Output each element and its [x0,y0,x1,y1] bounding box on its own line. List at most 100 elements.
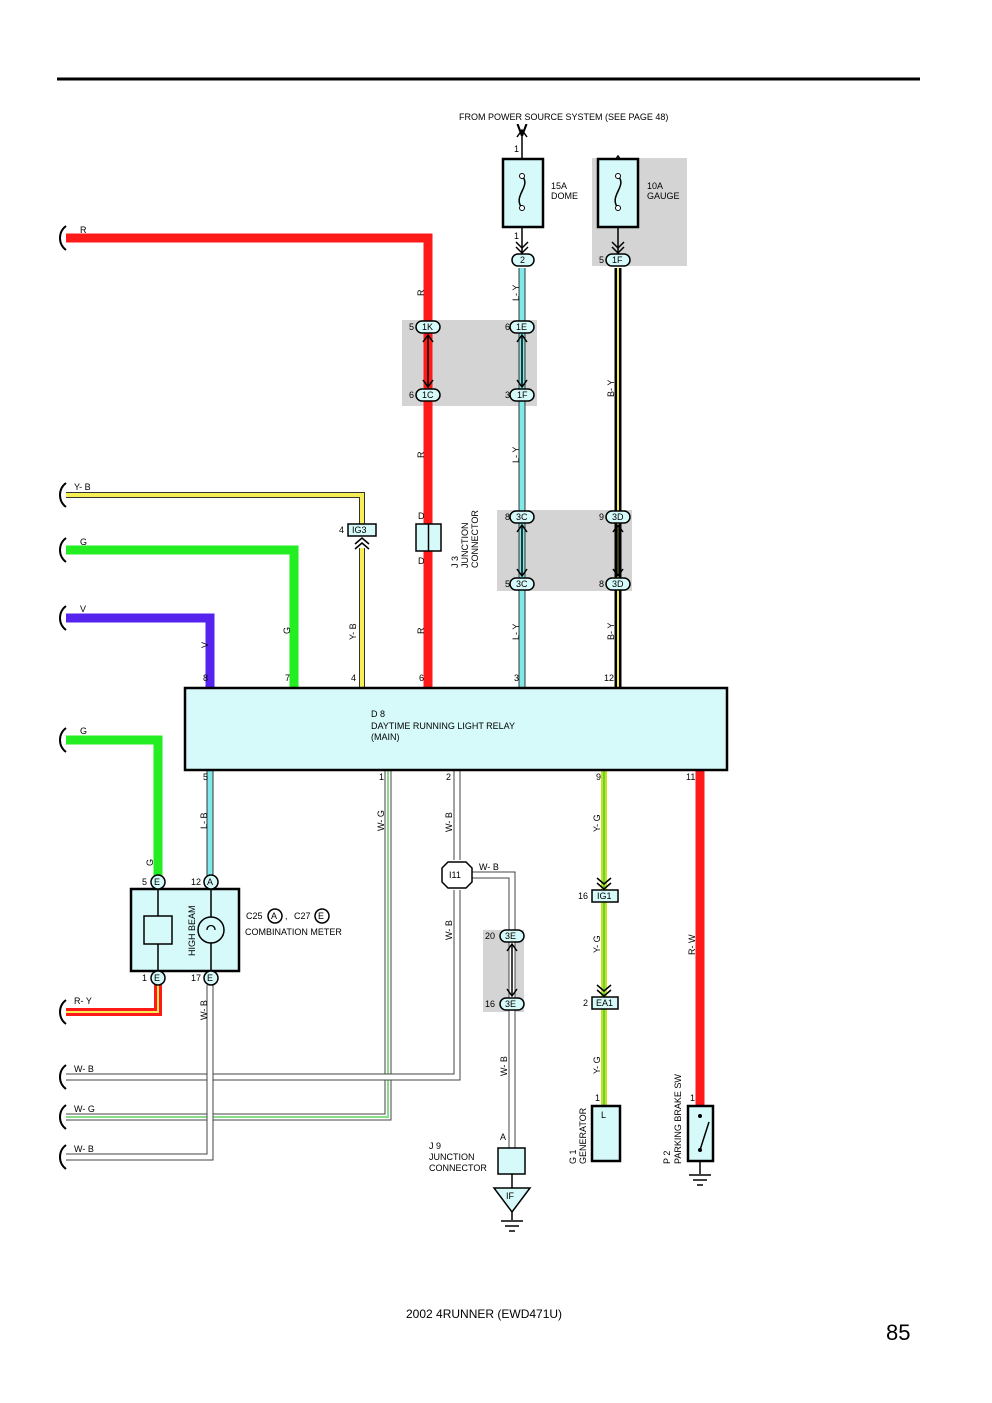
pill-1c [415,388,441,402]
relay-pin-12: 12 [604,673,614,683]
switch-contact-top [698,1114,702,1118]
wire-wb-j9 [470,872,515,1148]
meter-ref-a [267,908,283,924]
gauge-rating: 10A [647,181,663,191]
j3-ly-top-conn: 3C [516,512,528,522]
wl-yg1: Y- G [592,814,602,832]
jb-ly-bot-conn: 1F [517,390,528,400]
generator-box [590,1104,622,1163]
meter-pin-ry: 1 [142,973,147,983]
pill-1e [509,320,535,334]
gauge-fuse-node-top [615,173,621,179]
jb-r-bot-pin: 6 [409,390,414,400]
wire-yb-outline [66,492,365,526]
j9-ground-triangle [492,1187,532,1214]
gauge-connector-label: 1F [612,255,623,265]
wl-wb2: W- B [444,920,454,940]
relay-pin-11: 11 [686,772,695,782]
wl-g: G [282,627,292,634]
j3-pin-bot: D [418,556,425,566]
relay-pin-4: 4 [351,673,356,683]
parking-name: PARKING BRAKE SW [673,1074,683,1164]
jb-r-top-conn: 1K [422,322,433,332]
left-label-wb2: W- B [74,1144,94,1154]
j3-ref: J 3 [450,556,460,568]
relay-pin-1: 1 [379,772,384,782]
pill-3e-top [499,929,525,943]
meter-conn-a [203,874,219,890]
dome-connector-chevron [515,241,529,255]
wire-yb [66,493,364,526]
ig1-conn: IG1 [597,891,612,901]
pill-dome-2 [511,253,535,267]
relay-pin-3: 3 [514,673,519,683]
pill-gauge-1f [605,253,631,267]
left-label-wb1: W- B [74,1064,94,1074]
j3-pin-top: D [418,511,425,521]
wl-lb: L- B [199,812,209,829]
wl-r1: R [416,289,426,296]
parking-ref: P 2 [662,1151,672,1164]
dome-fuse-symbol [518,175,526,209]
j9-name2: CONNECTOR [429,1163,487,1173]
j9-pin: A [500,1132,506,1142]
dome-rating: 15A [551,181,567,191]
relay-ref: D 8 [371,709,385,719]
dome-fuse-node-bot [519,205,525,211]
wl-by1: B- Y [606,380,616,397]
switch-blade [699,1121,710,1151]
wl-yg2: Y- G [592,935,602,953]
pill-3d-bot [605,577,631,591]
wire-wb-left [66,890,460,1080]
wire-wg-stripe [66,770,389,1118]
wl-ly3: L- Y [511,624,521,640]
connector-pills [415,253,631,1011]
left-label-g1: G [80,537,87,547]
wl-ly1: L- Y [511,285,521,301]
wl-ly2: L- Y [511,447,521,463]
relay-pin-9: 9 [596,772,601,782]
jb-ly-top-pin: 6 [505,322,510,332]
wl-wb-meter: W- B [199,1000,209,1020]
wire-wb-meter [66,985,213,1160]
meter-ref2: C27 [294,911,311,921]
j3-name2: CONNECTOR [470,510,480,568]
gauge-name: GAUGE [647,191,680,201]
dome-fuse-node-top [519,173,525,179]
meter-conn-e-top [150,874,166,890]
generator-pin: 1 [595,1093,600,1103]
wl-by2: B- Y [606,623,616,640]
j9-ground-icon [501,1220,523,1232]
j3-by-top-conn: 3D [612,512,624,522]
ig3-conn: IG3 [352,525,367,535]
dome-fuse-box [501,157,545,229]
wl-wg: W- G [376,810,386,831]
jb-r-bot-conn: 1C [422,390,434,400]
j3-ly-bot-conn: 3C [516,579,528,589]
left-label-yb: Y- B [74,482,91,492]
dome-feed-arrow [516,128,528,138]
relay-name1: DAYTIME RUNNING LIGHT RELAY [371,721,515,731]
ea1-connector [591,996,619,1010]
ig3-pin: 4 [339,525,344,535]
ea1-chevron [596,984,612,997]
wl-rw: R- W [687,934,697,955]
meter-conn-e-bot1 [150,970,166,986]
e3-bot-conn: 3E [505,999,516,1009]
gauge-fuse-symbol [614,175,622,209]
wl-r3: R [416,627,426,634]
e3-top-conn: 3E [505,931,516,941]
gauge-connector-chevron [611,241,625,255]
wire-v [66,613,215,688]
jb-ly-bot-pin: 3 [505,390,510,400]
jb-r-top-pin: 5 [409,322,414,332]
wl-wb1: W- B [444,812,454,832]
e3-top-pin: 20 [485,931,495,941]
wl-wb3: W- B [499,1056,509,1076]
parking-ground-icon [689,1174,711,1186]
e3-bot-pin: 16 [485,999,495,1009]
meter-ref-e [314,908,330,924]
generator-ref: G 1 [568,1149,578,1164]
wl-yg3: Y- G [592,1056,602,1074]
pill-3c-bot [509,577,535,591]
